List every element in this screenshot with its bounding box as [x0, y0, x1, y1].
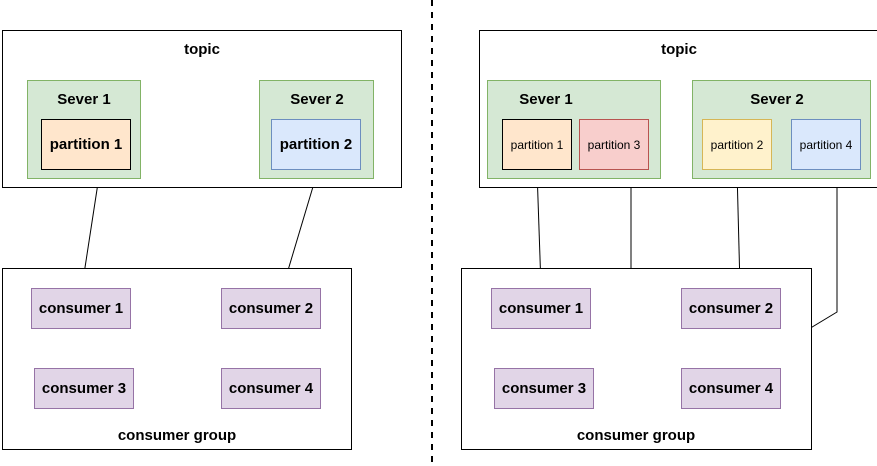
left-consumer-4: consumer 4 — [221, 368, 321, 409]
right-consumer-1: consumer 1 — [491, 288, 591, 329]
edge-right-p1-to-c1 — [536, 169, 545, 288]
right-partition-1: partition 1 — [502, 119, 572, 170]
right-server-2-label: Sever 2 — [750, 91, 804, 108]
right-topic-label: topic — [661, 41, 697, 58]
right-consumer-group-label: consumer group — [576, 427, 696, 444]
right-server-1-label: Sever 1 — [519, 91, 573, 108]
right-consumer-2: consumer 2 — [681, 288, 781, 329]
left-partition-2: partition 2 — [271, 119, 361, 170]
right-consumer-4: consumer 4 — [681, 368, 781, 409]
edge-left-p2-to-c2 — [281, 169, 319, 288]
right-partition-4: partition 4 — [791, 119, 861, 170]
left-consumer-2: consumer 2 — [221, 288, 321, 329]
left-partition-1: partition 1 — [41, 119, 131, 170]
left-consumer-3: consumer 3 — [34, 368, 134, 409]
right-consumer-3: consumer 3 — [494, 368, 594, 409]
left-topic-label: topic — [184, 41, 220, 58]
left-server-2-label: Sever 2 — [290, 91, 344, 108]
right-partition-2: partition 2 — [702, 119, 772, 170]
edge-left-p1-to-c1 — [79, 169, 101, 288]
left-consumer-1: consumer 1 — [31, 288, 131, 329]
edge-right-p2-to-c2 — [736, 169, 744, 288]
right-partition-3: partition 3 — [579, 119, 649, 170]
left-consumer-group-label: consumer group — [117, 427, 237, 444]
left-server-1-label: Sever 1 — [57, 91, 111, 108]
